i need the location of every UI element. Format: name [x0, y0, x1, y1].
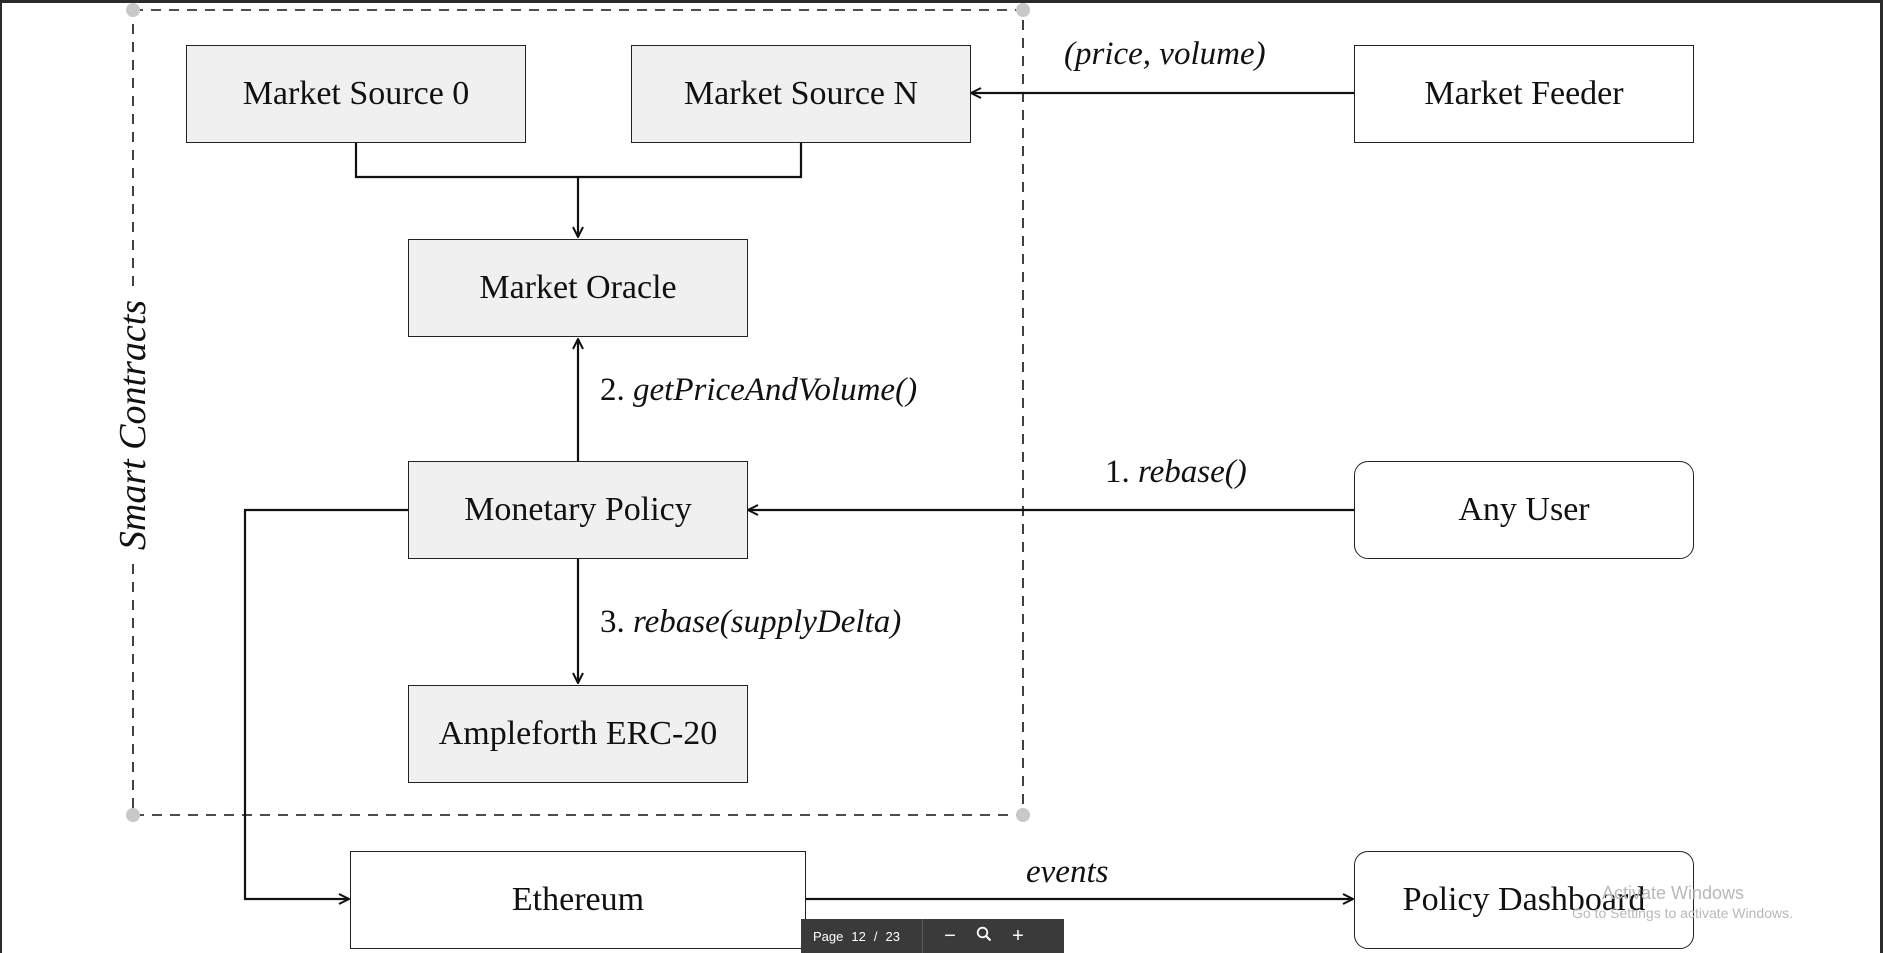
market-oracle-label: Market Oracle	[479, 269, 677, 306]
window-frame-left	[0, 0, 2, 953]
policy-to-ethereum-arrow	[243, 508, 408, 899]
page-separator: /	[873, 928, 878, 944]
sources-merge-connector	[354, 143, 803, 179]
magnifier-icon	[976, 926, 992, 941]
watermark-subtitle: Go to Settings to activate Windows.	[1572, 904, 1793, 921]
market-source-0-node: Market Source 0	[186, 45, 526, 143]
policy-dashboard-node: Policy Dashboard	[1354, 851, 1694, 949]
market-feeder-label: Market Feeder	[1424, 75, 1624, 112]
market-source-n-label: Market Source N	[683, 75, 919, 112]
feeder-edge-label: (price, volume)	[1064, 36, 1266, 72]
page-label: Page	[813, 928, 844, 944]
search-button[interactable]	[967, 925, 1001, 948]
ampleforth-erc20-node: Ampleforth ERC-20	[408, 685, 748, 783]
events-label: events	[1026, 854, 1109, 890]
ampleforth-erc20-label: Ampleforth ERC-20	[438, 715, 718, 752]
page-number-current[interactable]: 12	[851, 928, 866, 944]
smart-contracts-boundary	[126, 3, 1030, 822]
ethereum-node: Ethereum	[350, 851, 806, 949]
window-frame-right	[1880, 0, 1883, 953]
zoom-out-button[interactable]: −	[944, 924, 956, 947]
market-source-0-label: Market Source 0	[242, 75, 470, 112]
toolbar-divider	[921, 919, 923, 953]
market-source-n-node: Market Source N	[631, 45, 971, 143]
market-feeder-node: Market Feeder	[1354, 45, 1694, 143]
zoom-in-button[interactable]: +	[1012, 924, 1024, 947]
watermark-title: Activate Windows	[1602, 883, 1745, 903]
page-navigation-toolbar: Page 12 / 23 − +	[801, 919, 1064, 953]
policy-dashboard-label: Policy Dashboard	[1402, 881, 1646, 918]
step-1-label: 1. rebase()	[1105, 454, 1247, 490]
ethereum-label: Ethereum	[511, 881, 645, 918]
activate-windows-watermark: Activate Windows Go to Settings to activ…	[1572, 882, 1793, 922]
monetary-policy-label: Monetary Policy	[464, 491, 692, 528]
market-oracle-node: Market Oracle	[408, 239, 748, 337]
window-frame-top	[0, 0, 1883, 3]
page-number-total: 23	[885, 928, 900, 944]
any-user-label: Any User	[1458, 491, 1590, 528]
step-3-label: 3. rebase(supplyDelta)	[600, 604, 902, 640]
monetary-policy-node: Monetary Policy	[408, 461, 748, 559]
step-2-label: 2. getPriceAndVolume()	[600, 372, 918, 408]
any-user-node: Any User	[1354, 461, 1694, 559]
